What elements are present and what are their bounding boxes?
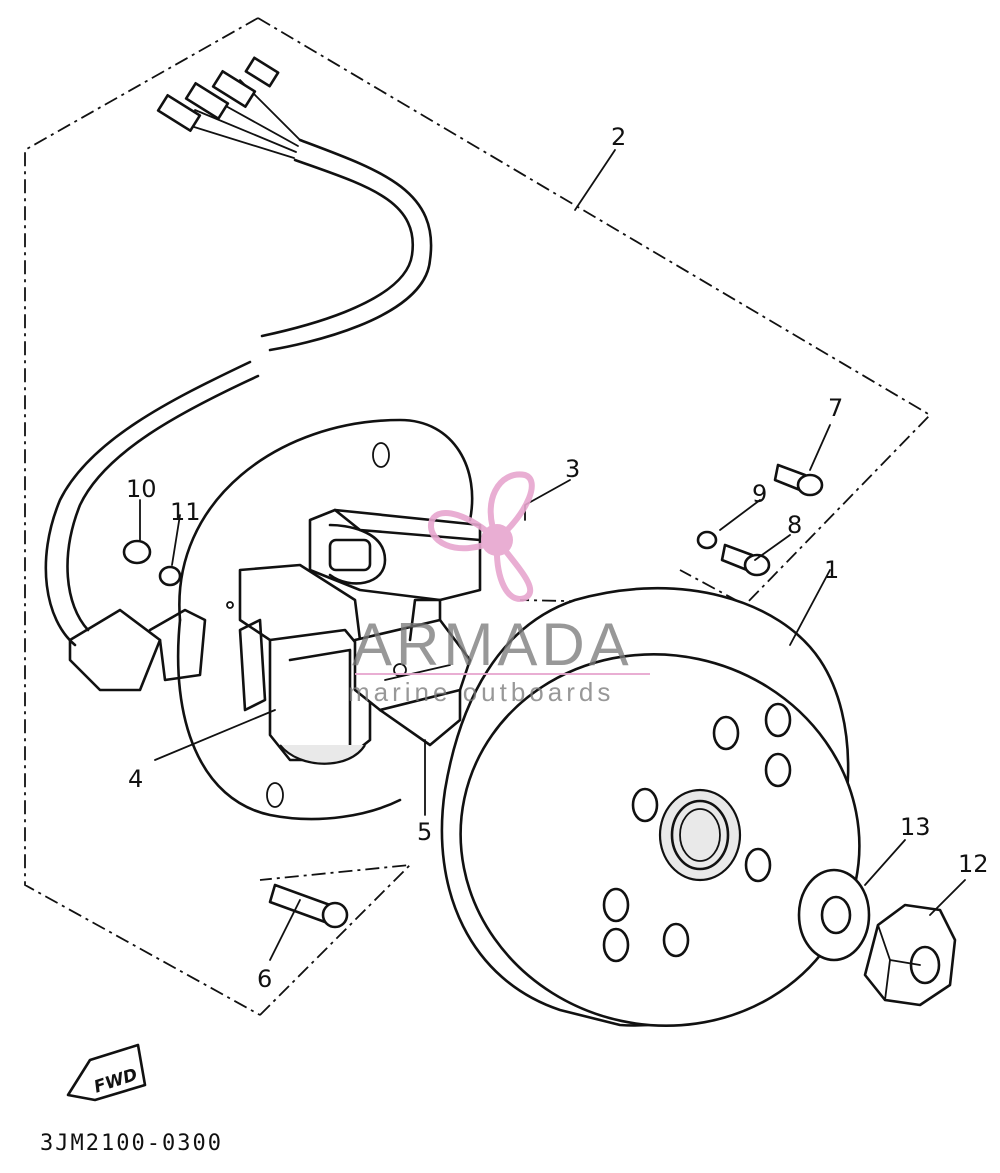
leader-lines [139, 149, 966, 961]
screw-8 [720, 543, 771, 577]
callout-8: 8 [787, 511, 802, 539]
drawing-code: 3JM2100-0300 [40, 1131, 223, 1156]
callout-1: 1 [824, 556, 839, 584]
screw-7 [773, 463, 824, 497]
callout-12: 12 [958, 850, 989, 878]
washer-11 [158, 565, 182, 587]
callout-6: 6 [257, 965, 272, 993]
wire-harness [44, 56, 433, 692]
flywheel-rotor [440, 587, 861, 1027]
stator-plate [176, 418, 474, 821]
screw-6 [268, 883, 349, 929]
washer [797, 868, 871, 962]
callout-5: 5 [417, 818, 432, 846]
source-coil [238, 563, 372, 765]
callout-11: 11 [170, 498, 201, 526]
callout-7: 7 [828, 394, 843, 422]
callout-13: 13 [900, 813, 931, 841]
callout-9: 9 [752, 480, 767, 508]
bracket [353, 598, 472, 747]
callout-2: 2 [611, 123, 626, 151]
watermark-tagline: marine outboards [348, 677, 614, 707]
screw-10 [122, 539, 152, 565]
callout-10: 10 [126, 475, 157, 503]
flange-nut [863, 903, 957, 1007]
brand-watermark: ARMADA marine outboards [348, 471, 650, 707]
lock-washer-9 [696, 530, 718, 550]
pulser-coil [308, 508, 482, 602]
watermark-brand: ARMADA [352, 611, 633, 678]
callout-4: 4 [128, 765, 143, 793]
propeller-logo-icon [428, 471, 535, 602]
forward-direction-arrow: FWD [66, 1043, 147, 1102]
callout-3: 3 [565, 455, 580, 483]
